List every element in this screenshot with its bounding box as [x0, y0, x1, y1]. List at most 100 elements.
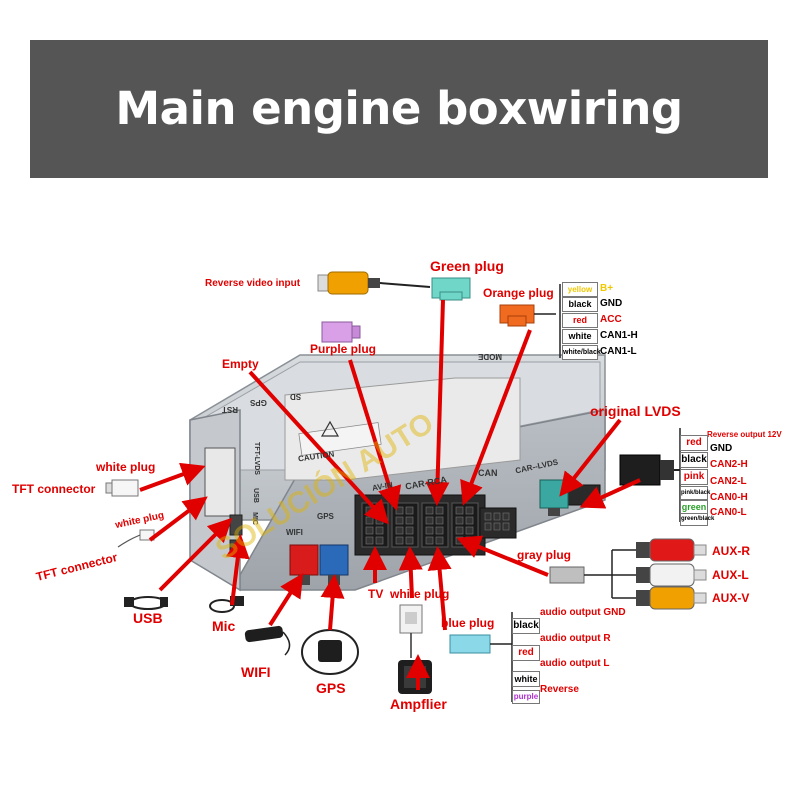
arrow-gray-plug: [456, 535, 549, 577]
box-usb-label: USB: [251, 488, 259, 503]
arrow-green: [425, 299, 450, 506]
orange-wire-color-3: red: [562, 313, 598, 328]
title-banner: Main engine boxwiring diagram: [30, 40, 768, 273]
empty-label: Empty: [222, 357, 259, 371]
aux-plug-2: [612, 563, 707, 587]
tft-white-plug-2: [117, 529, 155, 548]
small-connector-block: [484, 512, 510, 531]
blue-wire-signal-1: audio output GND: [540, 607, 626, 618]
box-gps-label: GPS: [317, 512, 334, 521]
arrow-mic: [225, 534, 250, 606]
purple-plug-label: Purple plug: [310, 342, 376, 356]
lvds-wire-color-6: green/black: [680, 513, 714, 526]
orange-plug-label: Orange plug: [483, 286, 554, 300]
arrow-wifi: [268, 572, 304, 627]
tft-connector-label-1: TFT connector: [12, 482, 96, 496]
orange-wire-color-5: white/black: [562, 345, 601, 360]
aux-v-label: AUX-V: [712, 591, 750, 605]
reverse-video-input-label: Reverse video input: [205, 278, 301, 289]
blue-plug: [449, 634, 512, 654]
arrow-empty: [248, 370, 390, 525]
blue-wire-signal-4: Reverse: [540, 684, 579, 695]
reverse-video-rca-plug: [317, 271, 431, 295]
blue-wire-signal-2: audio output R: [540, 633, 611, 644]
wifi-antenna: [244, 625, 291, 656]
aux-plug-1: [612, 538, 707, 562]
original-lvds-label: original LVDS: [590, 403, 681, 419]
usb-cable: [124, 596, 168, 610]
diagram-title: Main engine boxwiring diagram: [115, 82, 683, 273]
amplifier-label: Ampflier: [390, 696, 447, 712]
arrow-tft-2: [148, 496, 208, 542]
blue-wire-color-3: white: [512, 671, 540, 687]
blue-wire-color-2: red: [512, 645, 540, 661]
lvds-wire-signal-can0h: CAN0-H: [710, 492, 748, 503]
arrow-lvds-2: [579, 478, 641, 509]
orange-wire-signal-1: B+: [600, 283, 614, 294]
blue-wire-color-1: black: [512, 618, 540, 634]
gps-antenna: [301, 629, 359, 675]
white-plug-bottom: [399, 604, 423, 658]
wifi-fakra-connector: [289, 544, 319, 585]
aux-rca-plugs: [612, 538, 707, 610]
lvds-wire-color-4: pink/black: [680, 486, 710, 500]
arrow-gps: [320, 574, 345, 631]
arrow-purple: [348, 359, 402, 511]
orange-wire-signal-3: ACC: [600, 314, 622, 325]
blue-plug-label: blue plug: [441, 616, 495, 630]
lvds-wire-color-2: black: [680, 452, 708, 468]
green-plug: [431, 277, 471, 301]
orange-wire-color-1: yellow: [562, 282, 598, 297]
connector-block-3: [421, 502, 449, 548]
lvds-wire-signal-can0l: CAN0-L: [710, 507, 747, 518]
green-plug-label: Green plug: [430, 258, 504, 274]
purple-plug: [321, 321, 361, 343]
aux-r-label: AUX-R: [712, 544, 750, 558]
box-sd-label: SD: [290, 392, 302, 401]
box-gps-top-label: GPS: [250, 398, 267, 407]
arrow-orange: [460, 329, 532, 506]
tv-label: TV: [368, 587, 384, 601]
box-can-label: CAN: [478, 468, 498, 478]
usb-label: USB: [133, 610, 163, 626]
blue-wire-signal-3: audio output L: [540, 658, 610, 669]
lvds-black-connector: [619, 454, 680, 486]
box-wifi-label: WIFI: [286, 528, 303, 537]
mic-label: Mic: [212, 618, 236, 634]
white-plug-label-3: white plug: [390, 587, 450, 601]
orange-plug: [499, 304, 556, 327]
mic-device: [209, 596, 244, 613]
amplifier-device: [398, 660, 432, 694]
lvds-wire-signal-can2h: CAN2-H: [710, 459, 748, 470]
orange-wire-signal-4: CAN1-H: [600, 330, 638, 341]
lvds-wire-color-3: pink: [680, 469, 708, 485]
pointer-arrows: [139, 299, 641, 690]
blue-wire-color-4: purple: [512, 690, 540, 704]
arrow-blue-plug: [427, 546, 452, 631]
wifi-label: WIFI: [241, 664, 271, 680]
orange-wire-color-4: white: [562, 329, 598, 344]
lvds-reverse-output-label: Reverse output 12V: [707, 430, 782, 439]
box-mode-label: MODE: [478, 352, 502, 361]
gray-plug-label: gray plug: [517, 548, 572, 562]
orange-wire-signal-5: CAN1-L: [600, 346, 637, 357]
gray-plug: [549, 550, 613, 598]
lvds-wire-color-5: green: [680, 500, 708, 514]
box-rst-label: RST: [222, 405, 238, 414]
arrow-usb: [158, 517, 233, 592]
gps-label: GPS: [316, 680, 346, 696]
arrow-lvds: [559, 418, 622, 497]
lvds-wire-signal-can2l: CAN2-L: [710, 476, 747, 487]
aux-plug-3: [612, 586, 707, 610]
box-tft-lvds-label: TFT-LVDS: [252, 442, 260, 475]
tft-white-plug-1: [105, 479, 139, 497]
aux-l-label: AUX-L: [712, 568, 749, 582]
orange-wire-signal-2: GND: [600, 298, 623, 309]
arrow-tft-1: [139, 462, 206, 492]
arrow-white-plug: [398, 546, 423, 599]
lvds-wire-color-1: red: [680, 435, 708, 451]
lvds-wire-signal-gnd: GND: [710, 443, 733, 454]
connector-block-2: [391, 502, 419, 548]
